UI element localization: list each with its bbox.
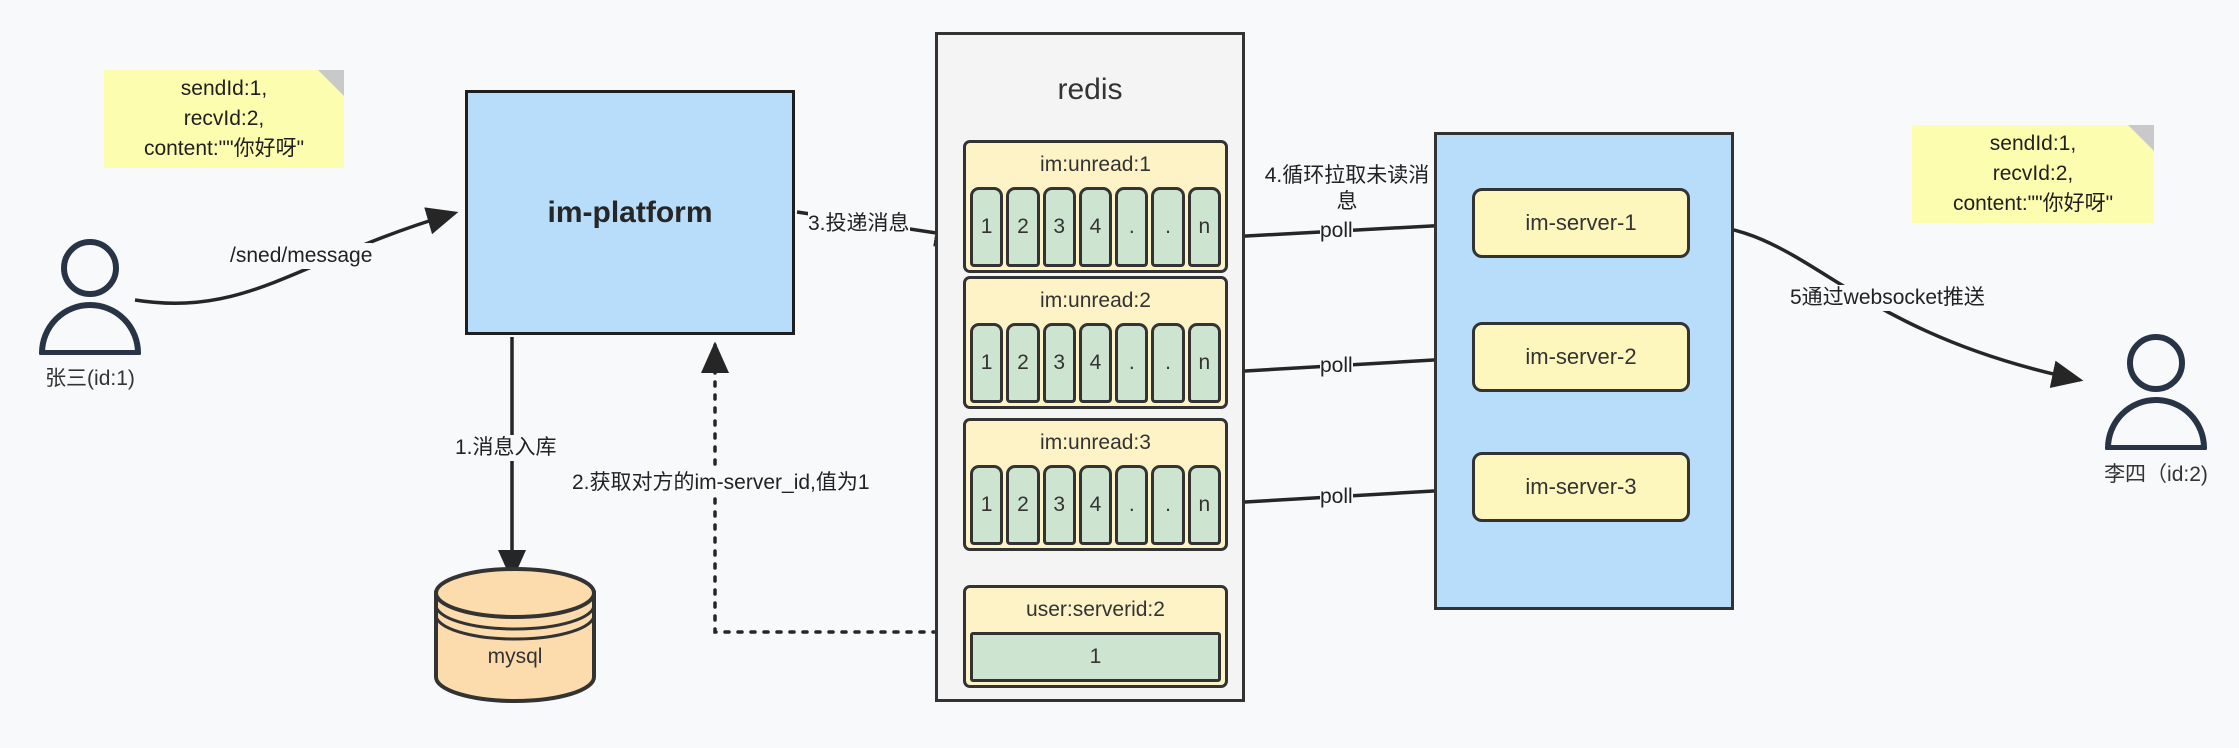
edge-label-step2: 2.获取对方的im-server_id,值为1 [572,470,870,497]
redis-cell: . [1115,187,1149,267]
redis-key-title-2: im:unread:2 [1040,289,1151,312]
im-server-3-box[interactable]: im-server-3 [1472,452,1690,522]
note-right-message-payload: sendId:1, recvId:2, content:""你好呀" [1912,125,2154,223]
edge-label-send-message: /sned/message [230,243,373,270]
redis-cell: n [1187,323,1221,403]
note-fold-corner-icon [318,70,344,96]
note-left-line-3: content:""你好呀" [143,136,305,160]
redis-cells-2: 1 2 3 4 . . n [966,323,1225,406]
redis-cell: 1 [970,465,1004,545]
edge-label-step5: 5通过websocket推送 [1790,285,1985,312]
redis-cell: 1 [970,632,1221,682]
note-right-line-1: sendId:1, [1989,132,2077,156]
redis-title: redis [1057,73,1123,106]
redis-key-user-serverid-2: user:serverid:2 1 [963,585,1228,688]
redis-cell: . [1151,465,1185,545]
note-right-line-2: recvId:2, [1992,162,2074,186]
redis-cell: . [1151,323,1185,403]
redis-cell: . [1115,465,1149,545]
note-right-line-3: content:""你好呀" [1952,191,2114,215]
user-icon-receiver [2105,334,2207,450]
note-left-message-payload: sendId:1, recvId:2, content:""你好呀" [104,70,344,168]
im-server-2-label: im-server-2 [1525,344,1637,369]
redis-key-title-4: user:serverid:2 [1026,598,1165,621]
redis-cell: 1 [970,323,1004,403]
redis-cell: 4 [1078,465,1113,545]
note-left-line-2: recvId:2, [183,107,265,131]
redis-cell: . [1115,323,1149,403]
im-server-1-box[interactable]: im-server-1 [1472,188,1690,258]
edge-label-poll-1: poll [1320,218,1353,245]
redis-cell: n [1187,187,1221,267]
receiver-label: 李四（id:2) [2104,463,2208,486]
edge-label-step3: 3.投递消息 [808,211,910,238]
im-platform-label: im-platform [547,195,713,229]
note-left-line-1: sendId:1, [180,77,268,101]
redis-cell: 3 [1042,323,1076,403]
redis-cells-3: 1 2 3 4 . . n [966,465,1225,548]
redis-cell: 3 [1042,465,1076,545]
redis-cell: 3 [1042,187,1076,267]
redis-key-title-3: im:unread:3 [1040,431,1151,454]
redis-key-im-unread-3: im:unread:3 1 2 3 4 . . n [963,418,1228,551]
redis-cell: n [1187,465,1221,545]
redis-cell: . [1151,187,1185,267]
im-server-2-box[interactable]: im-server-2 [1472,322,1690,392]
im-server-1-label: im-server-1 [1525,210,1637,235]
user-icon-sender [39,239,141,355]
redis-key-im-unread-2: im:unread:2 1 2 3 4 . . n [963,276,1228,409]
mysql-label: mysql [487,645,543,668]
redis-cells-1: 1 2 3 4 . . n [966,187,1225,270]
edge-label-step4: 4.循环拉取未读消息 [1256,163,1438,216]
note-fold-corner-icon [2128,125,2154,151]
redis-key-title-1: im:unread:1 [1040,153,1151,176]
redis-cell: 4 [1078,323,1113,403]
im-server-3-label: im-server-3 [1525,474,1637,499]
edge-label-step1: 1.消息入库 [455,435,557,462]
sender-label: 张三(id:1) [45,367,135,390]
redis-cell: 4 [1078,187,1113,267]
database-cylinder-icon-mysql[interactable] [430,565,600,705]
redis-cell: 2 [1006,187,1040,267]
edge-label-poll-3: poll [1320,484,1353,511]
edge-label-poll-2: poll [1320,353,1353,380]
redis-key-im-unread-1: im:unread:1 1 2 3 4 . . n [963,140,1228,273]
redis-cell: 2 [1006,323,1040,403]
redis-cell: 2 [1006,465,1040,545]
redis-cell: 1 [970,187,1004,267]
im-platform-box[interactable]: im-platform [465,90,795,335]
